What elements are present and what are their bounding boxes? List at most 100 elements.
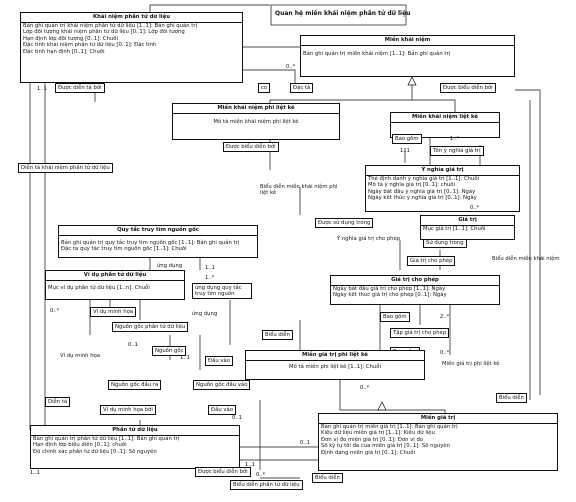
mult: 0..* [440, 350, 450, 356]
class-title: Ý nghĩa giá trị [366, 166, 519, 176]
class-title: Khái niệm phần tử dữ liệu [21, 13, 242, 23]
class-attr: Ngày bắt đầu giá trị cho phép [1..1]: Ng… [333, 285, 446, 292]
class-attr: Kiểu dữ liệu miền giá trị [1..1]: Kiểu d… [321, 430, 435, 437]
class-attr: Hạn định lớp biểu diễn [0..1]: chuỗi [33, 442, 127, 449]
label-dau-vao-1: Đầu vào [205, 356, 234, 366]
label-y-nghia-gtri-cho-phep: Ý nghĩa giá trị cho phép [337, 236, 401, 242]
label-duoc-bieu-dien-boi-2: Được biểu diễn bởi [223, 142, 279, 152]
label-bieu-dien-mien-kn: Biểu diễn miền khái niệm [492, 256, 560, 262]
class-title: Phần tử dữ liệu [31, 426, 239, 436]
label-nguon-goc-pt: Nguồn gốc phần tử dữ liệu [112, 322, 189, 332]
class-mien-gia-tri: Miền giá trị Bản ghi quản trị miền giá t… [318, 413, 558, 471]
label-vi-du-minh-hoa-1: Ví dụ minh họa [90, 307, 137, 317]
class-attr: Ngày kết thúc ý nghĩa giá trị [0..1]: Ng… [368, 195, 477, 202]
label-co: có [258, 83, 271, 93]
diagram-title: Quan hệ miền khái niệm phần tử dữ liệu [275, 10, 411, 17]
mult: 1..* [450, 136, 460, 142]
label-bieu-dien-2: Biểu diễn [496, 393, 527, 403]
label-bieu-dien-pt: Biểu diễn phần tử dữ liệu [230, 480, 303, 490]
mult: 0..* [256, 472, 266, 478]
class-title: Giá trị cho phép [331, 276, 499, 286]
mult: 0..* [360, 385, 370, 391]
class-title: Quy tắc truy tìm nguồn gốc [59, 226, 257, 236]
class-khai-niem-phan-tu: Khái niệm phần tử dữ liệu Bản ghi quản t… [20, 12, 243, 83]
label-nguon-goc: Nguồn gốc [152, 346, 187, 356]
class-attr: Hạn định lớp đối tượng [0..1]: Chuỗi [23, 35, 118, 42]
class-attr: Định dạng miền giá trị [0..1]: Chuỗi [321, 450, 415, 457]
label-dau-vao-2: Đầu vào [208, 405, 237, 415]
mult: 1..1 [245, 462, 255, 468]
mult: 1..1 [30, 470, 40, 476]
label-bao-gom-1: Bao gồm [392, 134, 422, 144]
class-title: Miền khái niệm liệt kê [391, 113, 499, 123]
mult: 1..1 [37, 86, 47, 92]
class-mien-khai-niem: Miền khái niệm Bản ghi quản trị miền khá… [300, 35, 515, 77]
class-attr: Ngày kết thúc giá trị cho phép [0..1]: N… [333, 292, 447, 299]
label-duoc-su-dung-trong: Được sử dụng trong [315, 218, 374, 228]
class-attr: Độ chính xác phần tử dữ liệu [0..1]: Số … [33, 448, 157, 455]
class-attr: Số ký tự tối đa của miền giá trị [0..1]:… [321, 443, 450, 450]
label-vi-du-minh-hoa-boi: Ví dụ minh họa bởi [100, 405, 156, 415]
label-dien-ta-khai-niem: Diễn tả khái niệm phần tử dữ liệu [18, 163, 113, 173]
class-attr: Bản ghi quản trị quy tắc truy tìm nguồn … [61, 239, 240, 246]
mult: 1..1 [205, 265, 215, 271]
class-attr: Ngày bắt đầu ý nghĩa giá trị [0..1]: Ngà… [368, 188, 476, 195]
class-vi-du: Ví dụ phần tử dữ liệu Mục ví dụ phần tử … [45, 270, 185, 300]
label-duoc-dien-ta-boi: Được diễn tả bởi [55, 83, 105, 93]
class-mien-gtri-phi-liet-ke: Miền giá trị phi liệt kê Mô tả miền phi … [245, 350, 425, 380]
mult: 0..* [470, 205, 480, 211]
class-title: Giá trị [421, 216, 514, 226]
label-bieu-dien-mien: Biểu diễn miền khái niệm phi liệt kê [258, 183, 340, 197]
class-attr: Đơn vị đo miền giá trị [0..1]: Đơn vị đo [321, 436, 424, 443]
class-attr: Đặc tính khái niệm phần tử dữ liệu [0..1… [23, 42, 157, 49]
label-dac-ta: Đặc tả [290, 83, 314, 93]
mult: 1..1 [400, 148, 410, 154]
label-gia-tri-cho-phep: Giá trị cho phép [407, 256, 456, 266]
label-bao-gom-2: Bao gồm [380, 312, 410, 322]
class-attr: Mô tả miền khái niệm phi liệt kê [213, 118, 299, 125]
class-attr: Đặc tả quy tắc truy tìm nguồn gốc [1..1]… [61, 246, 187, 253]
class-attr: Bản ghi quản trị miền khái niệm [1..1]: … [303, 50, 451, 57]
class-mien-phi-liet-ke: Miền khái niệm phi liệt kê Mô tả miền kh… [172, 103, 340, 140]
class-mien-liet-ke: Miền khái niệm liệt kê [390, 112, 500, 138]
label-ten-y-nghia: Tên ý nghĩa giá trị [430, 146, 484, 156]
class-title: Miền giá trị [319, 414, 557, 424]
class-phan-tu-du-lieu: Phần tử dữ liệu Bản ghi quản trị phần tử… [30, 425, 240, 469]
label-tap-gia-tri: Tập giá trị cho phép [390, 328, 450, 338]
label-bieu-dien-3: Biểu diễn [312, 473, 343, 483]
mult: 0..1 [300, 440, 310, 446]
label-bieu-dien-1: Biểu diễn [262, 330, 293, 340]
class-attr: Mục giá trị [1..1]: Chuỗi [423, 225, 486, 232]
label-text: ứng dụng quy tắc truy tìm nguồn [195, 285, 242, 297]
class-quy-tac: Quy tắc truy tìm nguồn gốc Bản ghi quản … [58, 225, 258, 258]
label-duoc-bieu-dien-boi-3: Được biểu diễn bởi [195, 467, 251, 477]
mult: 1..1 [180, 355, 190, 361]
class-attr: Mô tả ý nghĩa giá trị [0..1]: chuỗi [368, 182, 456, 189]
class-attr: Lớp đối tượng khái niệm phần tử dữ liệu … [23, 29, 185, 36]
class-title: Miền giá trị phi liệt kê [246, 351, 424, 361]
class-attr: Bản ghi quản trị khái niệm phần tử dữ li… [23, 22, 197, 29]
class-attr: Đặc tính hạn định [0..1]: Chuỗi [23, 49, 105, 56]
mult: 0..* [50, 308, 60, 314]
class-title: Ví dụ phần tử dữ liệu [46, 271, 184, 281]
label-duoc-bieu-dien-boi-1: Được biểu diễn bởi [440, 83, 496, 93]
class-y-nghia-gia-tri: Ý nghĩa giá trị Thẻ định danh ý nghĩa gi… [365, 165, 520, 212]
class-title: Miền khái niệm phi liệt kê [173, 104, 339, 114]
label-nguon-goc-dau-ra: Nguồn gốc đầu ra [108, 380, 162, 390]
class-gia-tri: Giá trị Mục giá trị [1..1]: Chuỗi [420, 215, 515, 240]
label-nguon-goc-dau-vao: Nguồn gốc đầu vào [193, 380, 251, 390]
mult: 0..1 [232, 415, 242, 421]
label-ung-dung: ứng dụng [157, 263, 183, 269]
mult: 1..* [205, 275, 215, 281]
mult: 0..* [286, 64, 296, 70]
class-gia-tri-cho-phep: Giá trị cho phép Ngày bắt đầu giá trị ch… [330, 275, 500, 305]
class-attr: Mô tả miền phi liệt kê [1..1]: Chuỗi [289, 363, 381, 370]
label-vi-du-minh-hoa-2: Ví dụ minh họa [60, 353, 101, 359]
label-ung-dung-quy-tac: ứng dụng quy tắc truy tìm nguồn [192, 283, 252, 299]
class-attr: Bản ghi quản trị phần tử dữ liệu [1..1]:… [33, 435, 180, 442]
mult: 2..* [440, 314, 450, 320]
class-attr: Mục ví dụ phần tử dữ liệu [1..n]: Chuỗi [48, 284, 150, 291]
mult: 0..1 [128, 342, 138, 348]
label-ung-dung-2: ứng dụng [192, 311, 218, 317]
